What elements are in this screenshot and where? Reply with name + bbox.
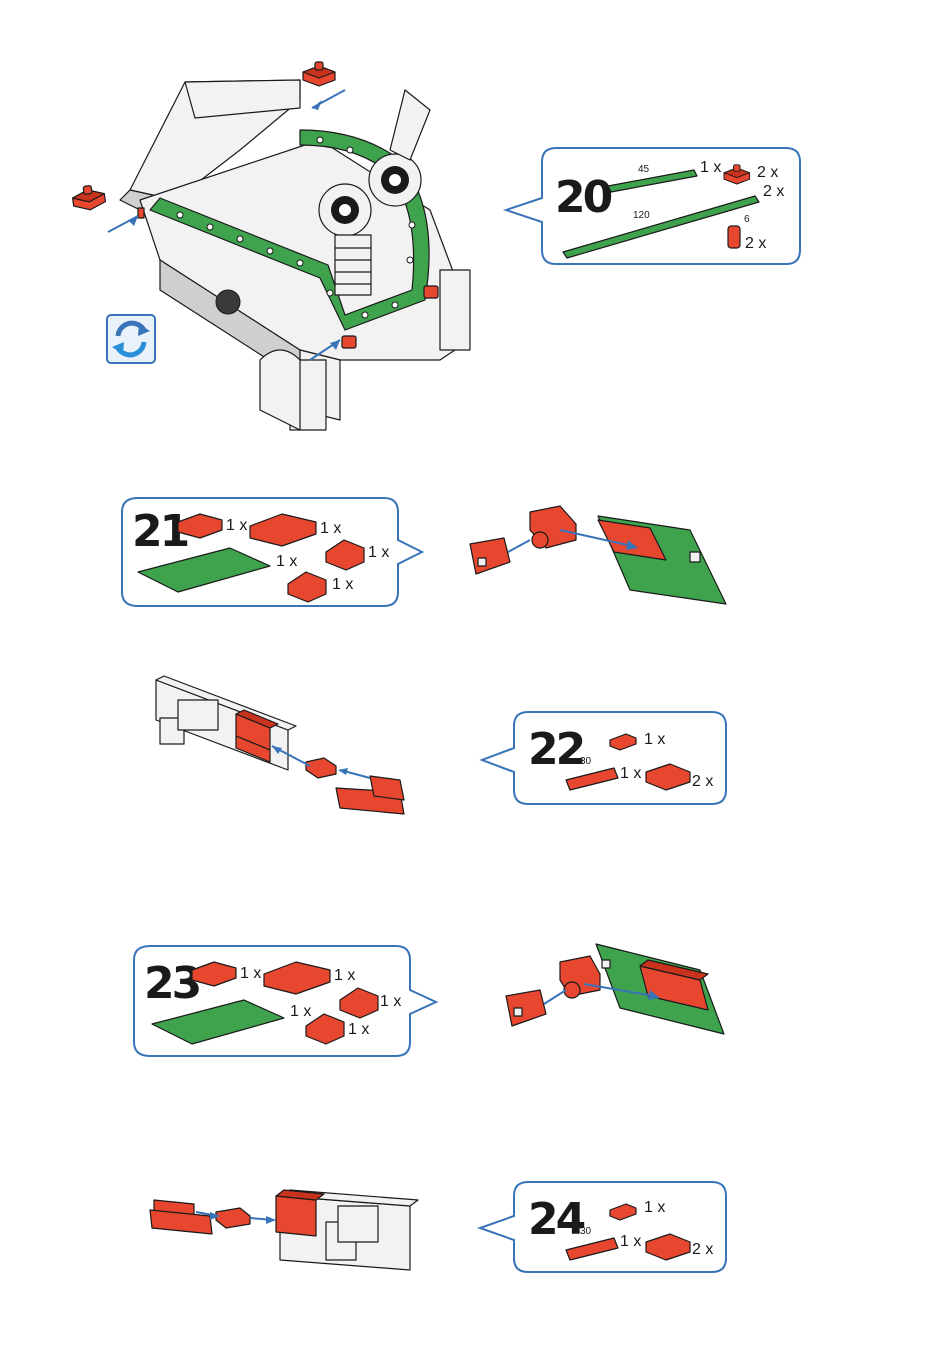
step-21-parts-callout: 21 1 x 1 x 1 x 1 x 1 x (122, 498, 422, 606)
part-qty: 2 x (692, 1241, 713, 1258)
part-qty: 1 x (334, 967, 355, 984)
part-length: 45 (638, 164, 650, 175)
step-22-assembly-illustration (156, 676, 404, 814)
part-qty: 1 x (240, 965, 261, 982)
part-length: 120 (633, 210, 650, 221)
part-qty: 1 x (332, 576, 353, 593)
step-20-number: 20 (555, 172, 612, 223)
part-qty: 1 x (368, 544, 389, 561)
step-24-number: 24 (528, 1194, 585, 1245)
part-qty: 1 x (276, 553, 297, 570)
part-qty: 1 x (380, 993, 401, 1010)
step-21-assembly-illustration (470, 506, 726, 604)
step-20-parts-callout: 20 45 1 x 2 x 120 2 x 6 2 x (506, 148, 800, 264)
part-qty: 1 x (700, 159, 721, 176)
rotate-model-icon (107, 315, 155, 363)
step-22-parts-callout: 22 1 x 30 1 x 2 x (482, 712, 726, 804)
part-qty: 2 x (692, 773, 713, 790)
part-qty: 2 x (763, 183, 784, 200)
part-qty: 1 x (620, 765, 641, 782)
part-length: 6 (744, 214, 750, 225)
step-23-parts-callout: 23 1 x 1 x 1 x 1 x 1 x (134, 946, 436, 1056)
part-length: 30 (580, 756, 592, 767)
part-qty: 1 x (644, 1199, 665, 1216)
part-qty: 2 x (745, 235, 766, 252)
step-24-assembly-illustration (150, 1190, 418, 1270)
part-qty: 1 x (320, 520, 341, 537)
step-20-assembly-illustration (71, 62, 470, 430)
part-qty: 1 x (226, 517, 247, 534)
step-24-parts-callout: 24 1 x 30 1 x 2 x (480, 1182, 726, 1272)
step-23-number: 23 (144, 958, 200, 1009)
part-qty: 1 x (644, 731, 665, 748)
part-qty: 1 x (620, 1233, 641, 1250)
part-qty: 1 x (348, 1021, 369, 1038)
part-qty: 2 x (757, 164, 778, 181)
step-22-number: 22 (528, 724, 583, 775)
part-length: 30 (580, 1226, 592, 1237)
step-23-assembly-illustration (506, 944, 724, 1034)
part-qty: 1 x (290, 1003, 311, 1020)
